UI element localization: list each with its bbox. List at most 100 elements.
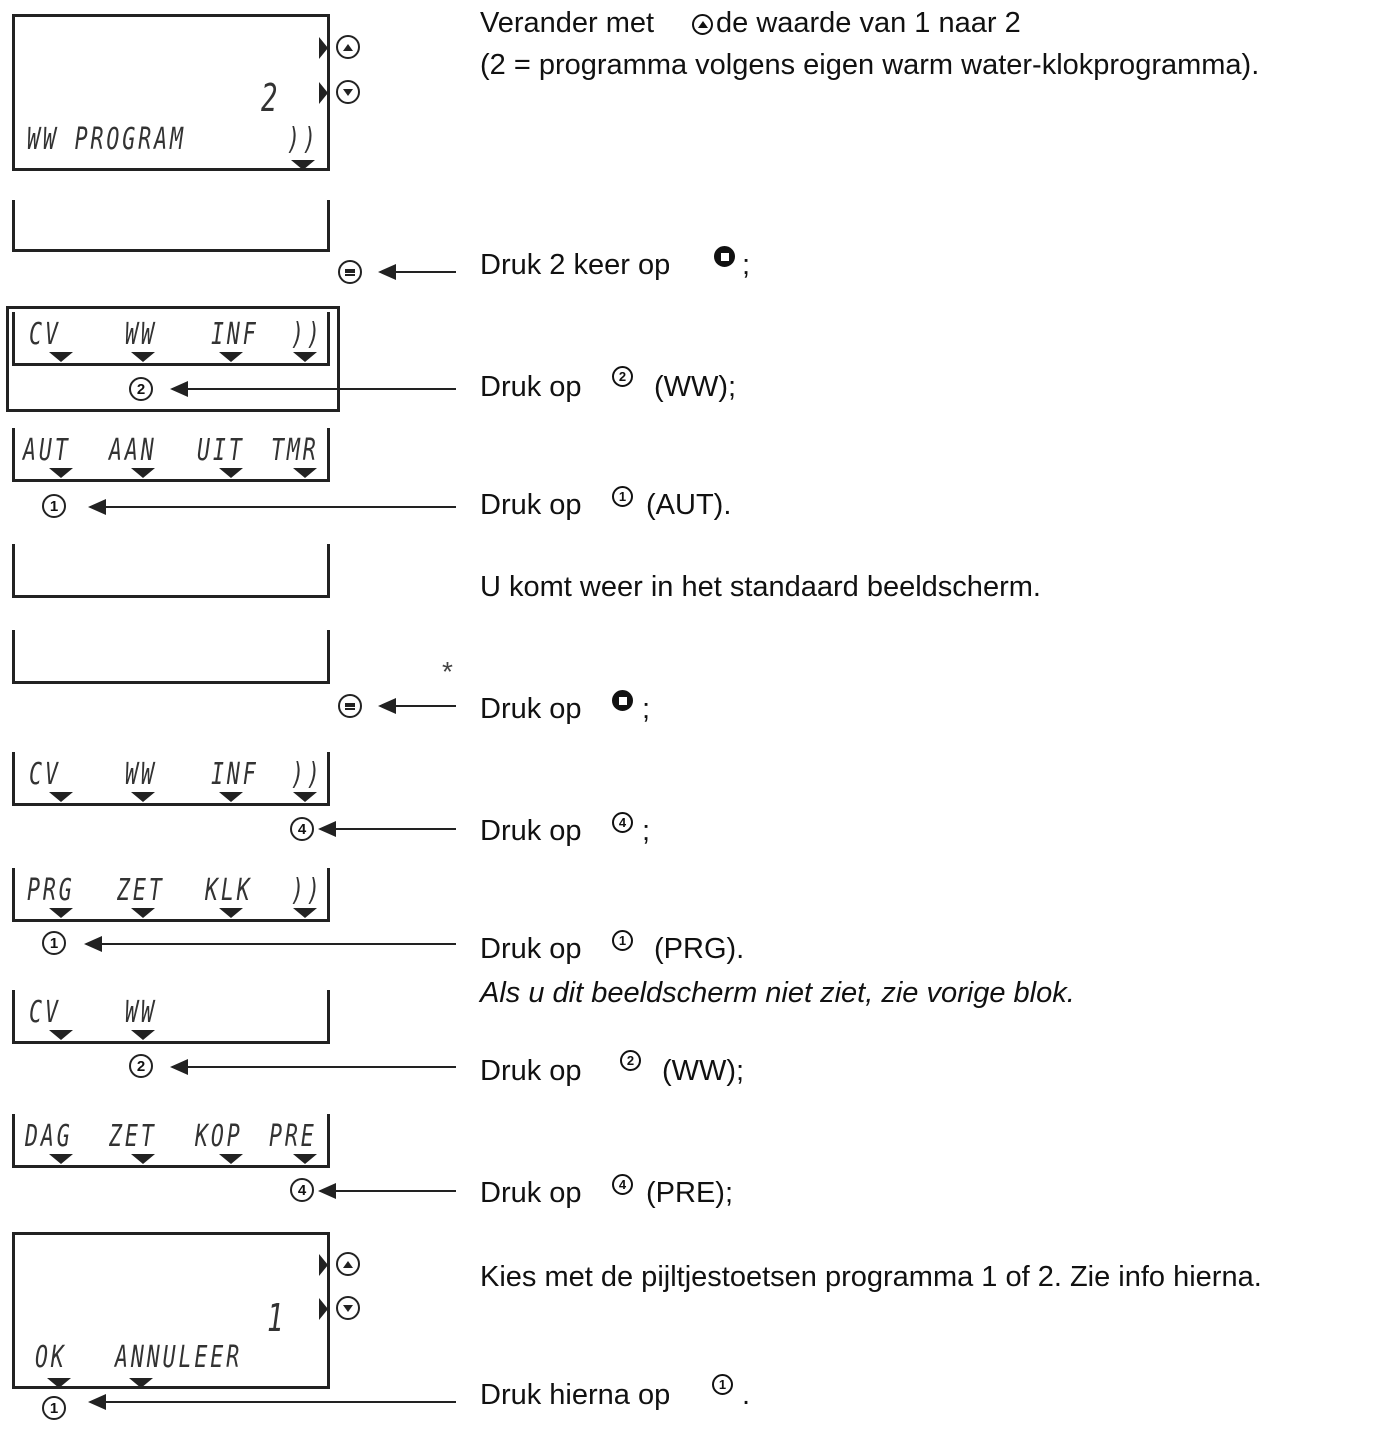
lcd-screen-blank — [12, 200, 330, 252]
step-text-12b: . — [742, 1379, 751, 1411]
step-text-2a: Druk 2 keer op — [480, 249, 671, 281]
lcd-item: KOP — [195, 1119, 243, 1154]
lcd-item: INF — [211, 757, 259, 792]
down-button-icon[interactable] — [336, 80, 360, 104]
step-text-4a: Druk op — [480, 489, 582, 521]
softkey-marker — [49, 352, 73, 362]
lcd-item: DAG — [25, 1119, 73, 1154]
softkey-marker — [131, 468, 155, 478]
lcd-item: )) — [291, 757, 323, 792]
softkey-1-icon: 1 — [612, 486, 633, 507]
lcd-screen-main-menu: CV WW INF )) — [12, 752, 330, 806]
lcd-item: PRE — [269, 1119, 317, 1154]
pointer-arrow — [88, 499, 456, 515]
softkey-marker — [219, 792, 243, 802]
step-text-7b: ; — [642, 815, 651, 847]
lcd-item: WW — [125, 995, 157, 1030]
softkey-marker — [131, 908, 155, 918]
softkey-marker — [219, 352, 243, 362]
lcd-item: WW — [125, 317, 157, 352]
step-text-8b: (PRG). — [654, 933, 745, 965]
lcd-item: ZET — [117, 873, 165, 908]
lcd-item: INF — [211, 317, 259, 352]
down-button-icon[interactable] — [336, 1296, 360, 1320]
lcd-screen-standard — [12, 544, 330, 598]
up-marker — [319, 37, 328, 59]
lcd-screen-settings: PRG ZET KLK )) — [12, 868, 330, 922]
softkey-1-icon: 1 — [712, 1374, 733, 1395]
softkey-1-button[interactable]: 1 — [42, 931, 66, 955]
pointer-arrow — [170, 381, 456, 397]
lcd-item: KLK — [205, 873, 253, 908]
step-text-11: Kies met de pijltjestoetsen programma 1 … — [480, 1261, 1262, 1293]
lcd-item: AUT — [23, 433, 71, 468]
down-marker — [319, 1298, 328, 1320]
softkey-2-button[interactable]: 2 — [129, 1054, 153, 1078]
lcd-item: )) — [291, 873, 323, 908]
softkey-marker — [49, 1154, 73, 1164]
up-arrow-icon — [692, 14, 713, 35]
lcd-screen-standard — [12, 630, 330, 684]
softkey-marker — [131, 1154, 155, 1164]
step-text-7a: Druk op — [480, 815, 582, 847]
down-marker — [319, 82, 328, 104]
lcd-screen-program-choice: 1 OK ANNULEER — [12, 1232, 330, 1389]
softkey-marker — [49, 468, 73, 478]
softkey-marker — [131, 352, 155, 362]
softkey-marker — [293, 352, 317, 362]
lcd-item: CV — [29, 757, 61, 792]
pointer-arrow — [378, 264, 456, 280]
softkey-marker — [219, 1154, 243, 1164]
menu-button-icon — [612, 690, 633, 711]
softkey-marker — [219, 908, 243, 918]
lcd-item: )) — [291, 317, 323, 352]
step-text-10a: Druk op — [480, 1177, 582, 1209]
menu-button-icon[interactable] — [338, 694, 362, 718]
softkey-marker — [293, 468, 317, 478]
softkey-marker — [49, 792, 73, 802]
softkey-marker — [293, 1154, 317, 1164]
pointer-arrow — [378, 698, 456, 714]
softkey-4-button[interactable]: 4 — [290, 1178, 314, 1202]
menu-button-icon[interactable] — [338, 260, 362, 284]
step-text-9a: Druk op — [480, 1055, 582, 1087]
step-text-6a: Druk op — [480, 693, 582, 725]
pointer-arrow — [84, 936, 456, 952]
up-button-icon[interactable] — [336, 1252, 360, 1276]
step-text-1c: (2 = programma volgens eigen warm water-… — [480, 49, 1260, 81]
softkey-1-button[interactable]: 1 — [42, 494, 66, 518]
lcd-screen-main-menu: CV WW INF )) — [12, 312, 330, 366]
step-text-1a: Verander met — [480, 7, 655, 39]
softkey-2-button[interactable]: 2 — [129, 377, 153, 401]
softkey-2-icon: 2 — [620, 1050, 641, 1071]
step-text-9b: (WW); — [662, 1055, 745, 1087]
step-text-6b: ; — [642, 693, 651, 725]
softkey-marker — [129, 1378, 153, 1388]
softkey-1-button[interactable]: 1 — [42, 1396, 66, 1420]
lcd-screen-ww-program-menu: DAG ZET KOP PRE — [12, 1114, 330, 1168]
menu-button-icon — [714, 246, 735, 267]
lcd-item: CV — [29, 995, 61, 1030]
softkey-4-button[interactable]: 4 — [290, 817, 314, 841]
lcd-label: WW PROGRAM — [27, 122, 186, 157]
lcd-item: CV — [29, 317, 61, 352]
softkey-marker — [131, 792, 155, 802]
up-button-icon[interactable] — [336, 35, 360, 59]
step-text-3b: (WW); — [654, 371, 737, 403]
step-text-12a: Druk hierna op — [480, 1379, 671, 1411]
softkey-marker — [291, 160, 315, 170]
lcd-screen-program-select: CV WW — [12, 990, 330, 1044]
lcd-item: PRG — [27, 873, 75, 908]
lcd-more: )) — [287, 122, 319, 157]
softkey-marker — [47, 1378, 71, 1388]
lcd-item: UIT — [197, 433, 245, 468]
softkey-2-icon: 2 — [612, 366, 633, 387]
pointer-arrow — [88, 1394, 456, 1410]
step-text-5: U komt weer in het standaard beeldscherm… — [480, 571, 1041, 603]
lcd-item: AAN — [109, 433, 157, 468]
lcd-cancel: ANNULEER — [115, 1340, 243, 1375]
pointer-arrow — [318, 1183, 456, 1199]
step-text-4b: (AUT). — [646, 489, 732, 521]
lcd-item: TMR — [271, 433, 319, 468]
step-text-10b: (PRE); — [646, 1177, 733, 1209]
